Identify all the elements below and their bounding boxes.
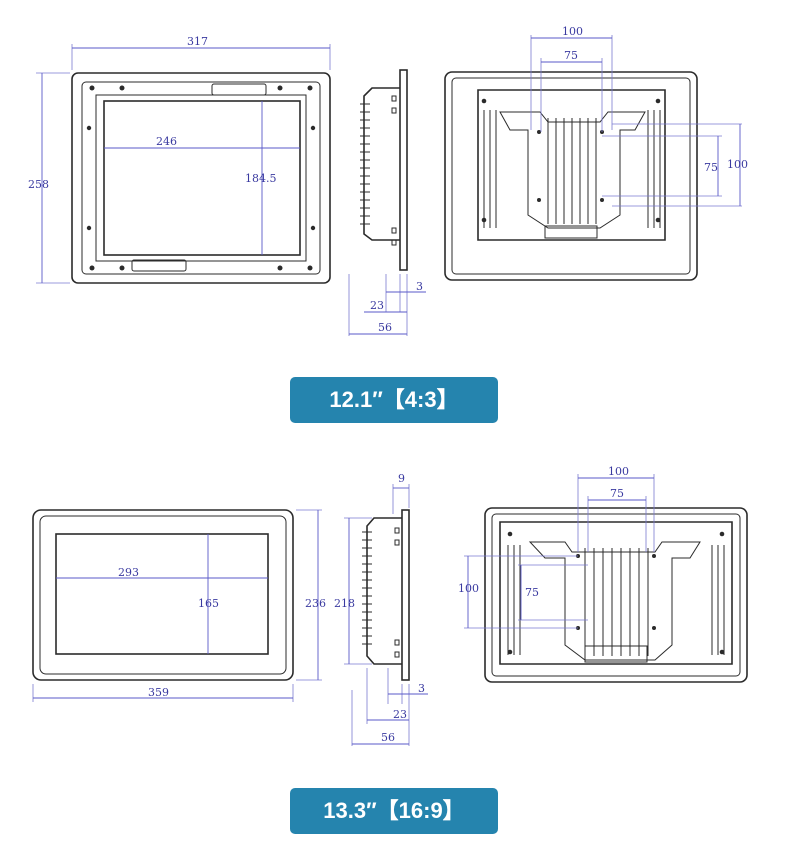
back-view-13in: 100 75 100 75 [458,465,748,683]
dim-width-13: 359 [148,686,169,699]
dim-vesa-outer-v: 100 [727,158,748,171]
dim-front-offset: 23 [370,299,384,312]
dim-depth: 56 [378,321,392,334]
side-view-12in: 3 23 56 [348,69,426,336]
size-badge-12in: 12.1″【4:3】 [290,377,498,423]
dim-bezel-13: 3 [418,682,425,695]
dim-top-bezel-13: 9 [398,472,405,485]
dim-bezel: 3 [416,280,423,293]
dim-screen-width: 246 [156,135,177,148]
size-badge-13in: 13.3″【16:9】 [290,788,498,834]
dim-front-offset-13: 23 [393,708,407,721]
dim-vesa-inner-h: 75 [564,49,578,62]
dim-screen-height: 184.5 [245,172,277,185]
back-view-12in: 100 75 75 100 [444,25,748,281]
front-view-13in: 359 236 293 165 [32,509,326,702]
dim-screen-height-13: 165 [198,597,219,610]
dim-height: 258 [28,178,49,191]
dim-vesa-inner-h-13: 75 [610,487,624,500]
dim-height-side-13: 218 [334,597,355,610]
dim-height-13: 236 [305,597,326,610]
dim-screen-width-13: 293 [118,566,139,579]
side-view-13in: 9 218 3 23 56 [334,472,428,746]
dim-vesa-inner-v: 75 [704,161,718,174]
dim-width: 317 [187,35,208,48]
front-view-12in: 317 258 246 184.5 [28,35,331,284]
dim-vesa-inner-v-13: 75 [525,586,539,599]
dim-vesa-outer-h: 100 [562,25,583,38]
dim-vesa-outer-h-13: 100 [608,465,629,478]
dim-vesa-outer-v-13: 100 [458,582,479,595]
dim-depth-13: 56 [381,731,395,744]
